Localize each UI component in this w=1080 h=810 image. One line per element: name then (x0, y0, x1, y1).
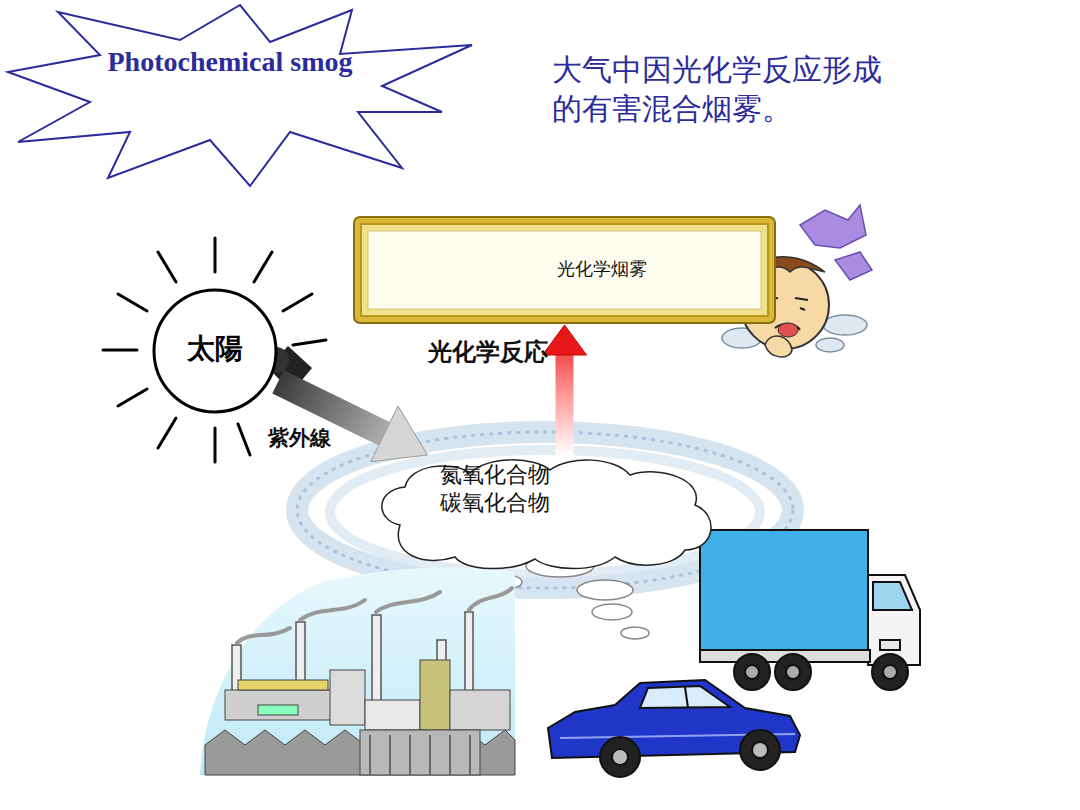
sun-rays (118, 294, 147, 311)
factory (450, 690, 510, 730)
smog-scroll: 光化学烟雾 (352, 215, 777, 325)
scroll-frame (354, 217, 775, 323)
coughing-person (778, 323, 798, 337)
car (600, 737, 640, 777)
factory (200, 567, 515, 775)
factory (429, 735, 431, 775)
car (548, 680, 800, 758)
factory (225, 690, 335, 720)
car (640, 686, 730, 708)
cloud-outline (382, 460, 711, 569)
factory (360, 730, 480, 775)
car (752, 742, 768, 758)
emission-puffs (621, 627, 649, 639)
coughing-person (765, 336, 792, 357)
sun-rays (103, 349, 137, 352)
truck (786, 665, 800, 679)
emission-puffs (592, 604, 632, 620)
truck (880, 640, 900, 650)
truck (873, 582, 912, 610)
arrow-label: 紫外線 (268, 424, 331, 452)
factory (389, 735, 391, 775)
truck (700, 530, 920, 690)
car (740, 730, 780, 770)
pollutant-cloud: 氮氧化合物碳氧化合物 (370, 455, 720, 570)
factory (300, 600, 365, 620)
factory (376, 592, 440, 612)
factory (369, 735, 371, 775)
arrow-head (543, 325, 587, 355)
truck (775, 654, 811, 690)
factory (258, 705, 298, 715)
text-area: Photochemical smog (100, 44, 360, 80)
arrow-label: 光化学反応 (428, 336, 548, 368)
reaction-arrow (543, 325, 587, 455)
factory (330, 670, 365, 725)
factory (469, 735, 471, 775)
truck (745, 665, 759, 679)
factory (449, 735, 451, 775)
text-area: 光化学烟雾 (502, 257, 702, 280)
coughing-person (835, 252, 872, 280)
caption-text: 大气中因光化学反应形成的有害混合烟雾。 (552, 50, 882, 128)
factory (420, 660, 450, 730)
factory (205, 730, 515, 775)
node-text: Photochemical smog (100, 44, 360, 80)
sun-rays (158, 418, 176, 448)
truck (883, 665, 897, 679)
car (612, 749, 628, 765)
sun-circle: 太陽 (152, 288, 278, 414)
emission-puffs (577, 580, 633, 600)
starburst (8, 5, 472, 186)
factory (409, 735, 411, 775)
haze-ring (330, 450, 760, 574)
factory (238, 680, 328, 690)
factory (200, 567, 515, 775)
node-text: 光化学烟雾 (502, 257, 702, 280)
text-area: 太陽 (162, 332, 268, 366)
sun-rays (214, 428, 217, 462)
node-text: 碳氧化合物 (440, 489, 640, 517)
factory (469, 588, 512, 610)
truck (872, 654, 908, 690)
sun-rays (118, 389, 147, 406)
factory (237, 628, 290, 643)
factory (365, 700, 420, 730)
node-text: 太陽 (162, 332, 268, 366)
title-starburst-outline (0, 0, 480, 190)
truck (700, 530, 868, 650)
sun-rays (158, 252, 176, 282)
factory (237, 588, 512, 643)
car (548, 680, 800, 777)
sun-rays (293, 340, 326, 345)
title-starburst: Photochemical smog (0, 0, 480, 190)
sun-rays (254, 252, 272, 282)
sun-rays (283, 294, 312, 311)
scroll-frame (368, 231, 761, 309)
coughing-person (823, 315, 867, 335)
arrow-shaft (556, 355, 574, 455)
scroll-frame (354, 217, 775, 323)
coughing-person (800, 308, 805, 310)
sun-disc (154, 290, 276, 412)
factory (370, 735, 470, 775)
coughing-person (816, 338, 844, 352)
truck (868, 575, 920, 665)
scroll-frame (361, 224, 768, 316)
truck (734, 654, 770, 690)
text-area: 氮氧化合物碳氧化合物 (440, 461, 640, 516)
node-text: 氮氧化合物 (440, 461, 640, 489)
coughing-person (795, 298, 808, 300)
arrow-head (371, 406, 428, 462)
car (685, 687, 688, 708)
sun-rays (214, 238, 217, 272)
coughing-person (800, 205, 866, 248)
sun-rays (238, 424, 250, 455)
